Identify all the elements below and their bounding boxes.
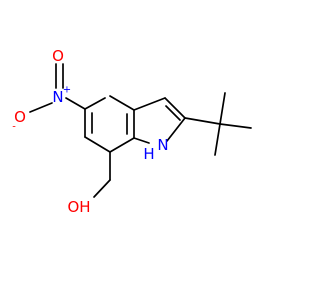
bond-c2-n1 (166, 117, 186, 142)
atom-indole-nh: H (143, 145, 154, 163)
bond-n1-c7a (133, 137, 150, 144)
bond-cq-me2 (219, 123, 252, 129)
bond-c6-c7 (84, 136, 111, 153)
atom-indole-n: N (157, 136, 168, 154)
bond-c4-c5 (84, 97, 106, 110)
bond-c7-c7a (109, 137, 135, 153)
atom-nitro-n: N (52, 88, 63, 106)
bond-c3a-c3 (133, 97, 166, 111)
charge-nitro-o-minus: - (12, 122, 16, 133)
bond-cq-me3 (214, 123, 221, 156)
bond-c5-n (65, 97, 86, 110)
bond-c3a-c4 (109, 95, 135, 111)
bond-n-o-left (29, 102, 53, 113)
atom-nitro-o-double: O (52, 47, 64, 65)
structure-canvas: O - N + O H N OH (12, 47, 252, 216)
bond-c3-c2 (164, 97, 186, 119)
bond-cq-me1 (219, 92, 226, 125)
bond-c2-cq (184, 117, 221, 125)
charge-nitro-n: + (63, 85, 71, 96)
bond-c3-c2-inner (165, 105, 181, 121)
bonds (29, 63, 252, 198)
atom-nitro-o-minus: O (14, 108, 26, 126)
bond-ch2-oh (93, 179, 111, 198)
atom-labels: O - N + O H N OH (12, 47, 168, 216)
molecule-drawing: O - N + O H N OH (12, 47, 252, 216)
atom-hydroxyl: OH (67, 198, 90, 216)
